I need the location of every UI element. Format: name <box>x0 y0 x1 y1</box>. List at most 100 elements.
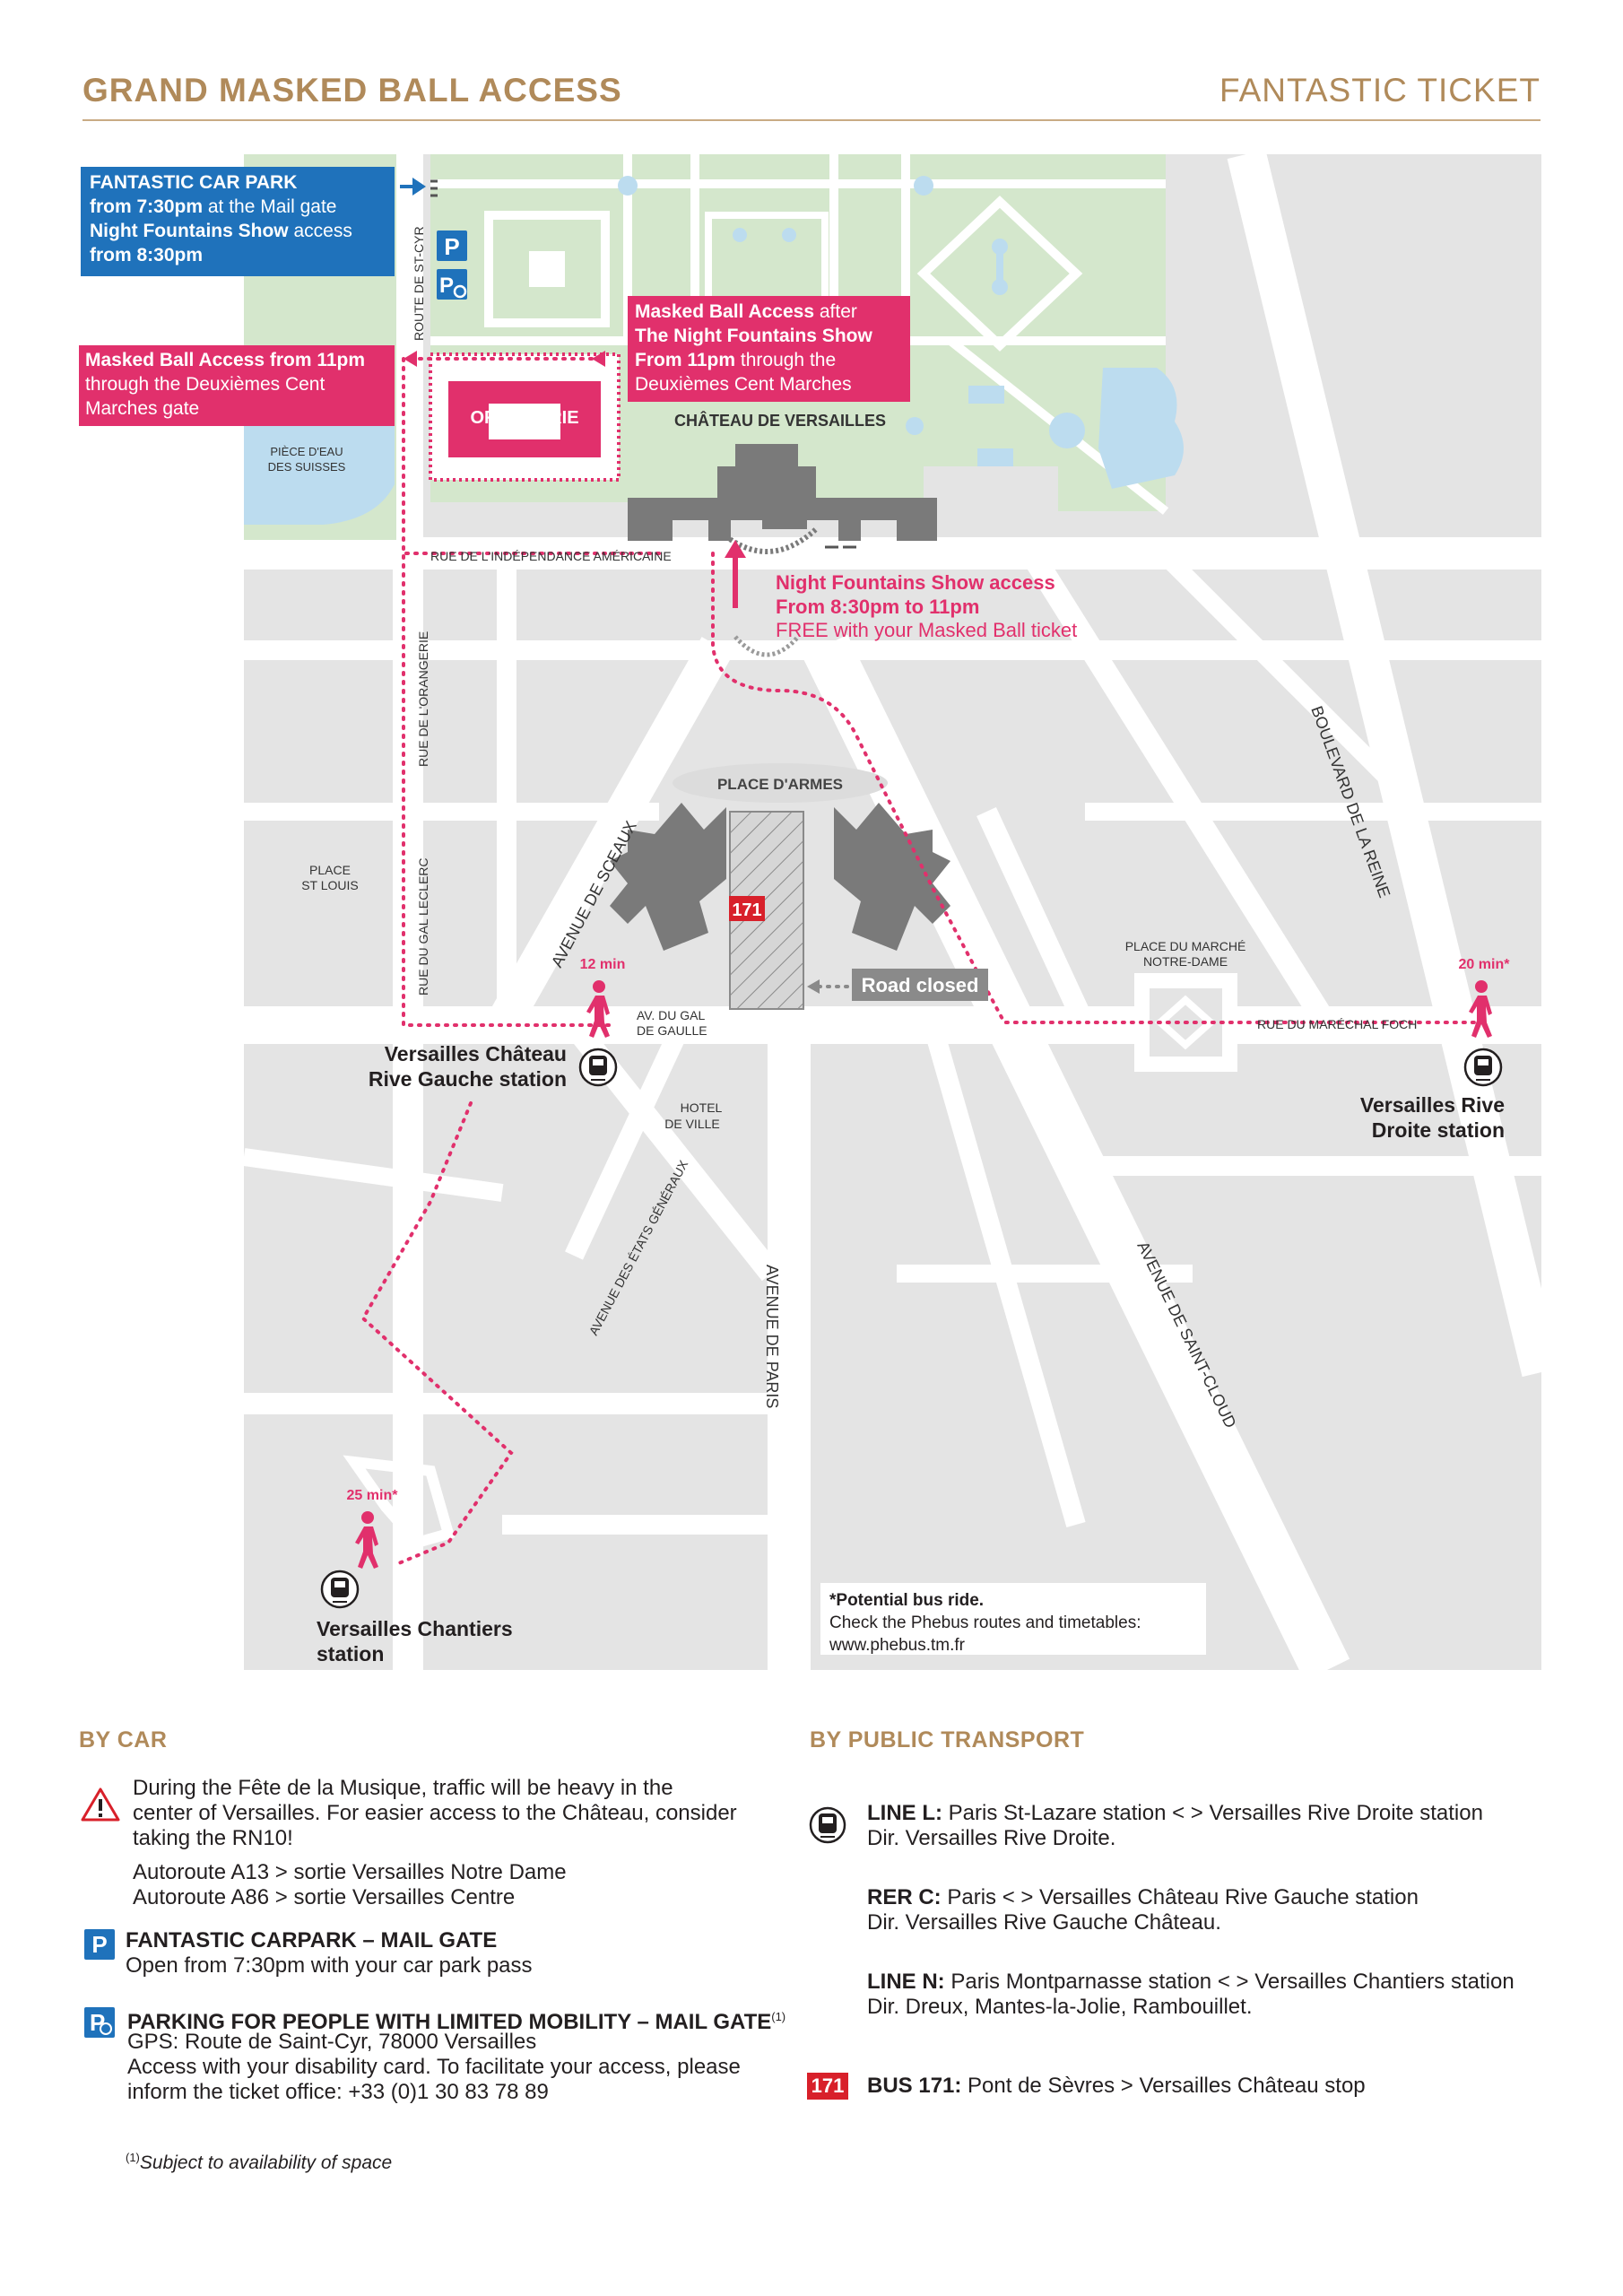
rer-c: RER C: Paris < > Versailles Château Rive… <box>867 1884 1419 1910</box>
car-park-callout <box>81 167 395 276</box>
car-park-callout-line: access <box>289 221 352 241</box>
petite-ecurie <box>834 803 950 951</box>
walk-time-25: 25 min* <box>347 1488 399 1503</box>
disabled-parking-sign <box>437 269 467 300</box>
disabled-parking-letter: P <box>439 274 454 298</box>
svg-text:From 11pm through the: From 11pm through the <box>635 350 836 370</box>
bus-note-line: Check the Phebus routes and timetables: <box>829 1613 1141 1632</box>
pmr-title: PARKING FOR PEOPLE WITH LIMITED MOBILITY… <box>127 2004 785 2035</box>
gate-marks <box>430 179 856 549</box>
piece-eau-label-2: DES SUISSES <box>268 460 346 474</box>
footnote: (1)Subject to availability of space <box>126 2144 392 2176</box>
bus-note-line: www.phebus.tm.fr <box>829 1636 966 1655</box>
line-l: LINE L: Paris St-Lazare station < > Vers… <box>867 1800 1483 1826</box>
night-show-line: From 8:30pm to 11pm <box>776 596 979 618</box>
orangerie-block <box>448 381 601 457</box>
car-park-arrow <box>412 178 426 196</box>
bus-note-box <box>820 1583 1206 1655</box>
hotel-ville-label-1: HOTEL <box>681 1100 723 1115</box>
walk-time-20: 20 min* <box>1459 957 1511 972</box>
bus-171-route: Pont de Sèvres > Versailles Château stop <box>961 2074 1366 2098</box>
masked-after-line: Deuxièmes Cent Marches <box>635 374 852 395</box>
station-chantiers-label-2: station <box>317 1642 384 1665</box>
station-rive-droite-label-1: Versailles Rive <box>1360 1093 1505 1117</box>
masked-ball-arrow-right <box>592 351 605 367</box>
line-n-dir: Dir. Dreux, Mantes-la-Jolie, Rambouillet… <box>867 1995 1253 2019</box>
parking-sign-letter: P <box>91 1931 108 1958</box>
walk-icon <box>586 980 610 1038</box>
station-rive-droite-label-2: Droite station <box>1372 1118 1505 1142</box>
station-chantiers-label-1: Versailles Chantiers <box>317 1617 513 1640</box>
masked-11pm-line: through the Deuxièmes Cent <box>85 374 325 395</box>
station-rive-gauche-label-2: Rive Gauche station <box>369 1067 567 1091</box>
warning-line-1: During the Fête de la Musique, traffic w… <box>133 1776 673 1800</box>
pmr-desc-2: inform the ticket office: +33 (0)1 30 83… <box>127 2080 549 2104</box>
by-car-title: BY CAR <box>79 1727 168 1752</box>
place-st-louis-label-2: ST LOUIS <box>301 878 359 892</box>
footnote-mark: (1) <box>126 2151 140 2164</box>
line-n-label: LINE N: <box>867 1970 945 1994</box>
rer-c-route: Paris < > Versailles Château Rive Gauche… <box>941 1885 1419 1909</box>
route-st-cyr-label: ROUTE DE ST-CYR <box>412 226 426 341</box>
rue-gal-leclerc-label: RUE DU GAL LECLERC <box>416 857 430 996</box>
header-divider <box>82 119 1541 121</box>
av-gal-gaulle-label-1: AV. DU GAL <box>637 1008 705 1022</box>
rer-c-dir: Dir. Versailles Rive Gauche Château. <box>867 1910 1221 1935</box>
ticket-type: FANTASTIC TICKET <box>1219 72 1541 109</box>
pmr-footnote-ref: (1) <box>771 2010 786 2023</box>
av-gal-gaulle-label-2: DE GAULLE <box>637 1023 707 1038</box>
car-park-callout-line: at the Mail gate <box>203 196 336 217</box>
masked-after-line: From 11pm <box>635 350 735 370</box>
bus-stop-171-label: 171 <box>732 900 761 920</box>
car-park-callout-line: FANTASTIC CAR PARK <box>90 172 297 193</box>
pmr-title-text: PARKING FOR PEOPLE WITH LIMITED MOBILITY… <box>127 2010 772 2034</box>
autoroute-a13: Autoroute A13 > sortie Versailles Notre … <box>133 1860 567 1884</box>
train-icon <box>578 1048 618 1087</box>
masked-ball-11pm-callout <box>79 345 395 426</box>
parking-sign: P <box>84 1929 115 1960</box>
masked-after-line: through the <box>735 350 836 370</box>
streets <box>242 149 1561 1682</box>
pmr-gps: GPS: Route de Saint-Cyr, 78000 Versaille… <box>127 2030 537 2054</box>
carpark-title: FANTASTIC CARPARK – MAIL GATE <box>126 1928 498 1952</box>
warning-line-2: center of Versailles. For easier access … <box>133 1801 737 1825</box>
bus-171-tag: 171 <box>807 2073 848 2100</box>
line-n-route: Paris Montparnasse station < > Versaille… <box>944 1970 1515 1994</box>
place-armes-label: PLACE D'ARMES <box>717 776 843 793</box>
walk-icon <box>355 1511 378 1569</box>
place-st-louis-label-1: PLACE <box>309 863 351 877</box>
piece-eau-suisses <box>244 399 395 525</box>
line-n: LINE N: Paris Montparnasse station < > V… <box>867 1969 1515 1995</box>
masked-ball-after-callout <box>628 296 910 402</box>
by-public-transport-title: BY PUBLIC TRANSPORT <box>810 1727 1085 1752</box>
place-marche-label-1: PLACE DU MARCHÉ <box>1125 939 1246 953</box>
fountains <box>618 176 1085 466</box>
wheelchair-icon <box>453 284 467 299</box>
station-rive-gauche-label-1: Versailles Château <box>385 1042 567 1065</box>
rue-foch-label: RUE DU MARÉCHAL FOCH <box>1257 1017 1417 1031</box>
grande-ecurie <box>610 803 726 951</box>
masked-ball-arrow-left <box>404 351 417 367</box>
train-icon <box>1463 1048 1503 1087</box>
car-park-callout-line: from 7:30pm <box>90 196 203 217</box>
car-park-callout-line: Night Fountains Show <box>90 221 289 241</box>
line-l-route: Paris St-Lazare station < > Versailles R… <box>942 1801 1483 1825</box>
masked-after-line: after <box>814 301 857 322</box>
car-park-callout-line: from 8:30pm <box>90 245 203 265</box>
night-show-line: FREE with your Masked Ball ticket <box>776 619 1077 641</box>
train-icon <box>320 1570 360 1609</box>
chateau-center <box>717 444 816 498</box>
carpark-desc: Open from 7:30pm with your car park pass <box>126 1953 533 1978</box>
walk-icon <box>1469 980 1492 1038</box>
line-l-label: LINE L: <box>867 1801 942 1825</box>
line-l-dir: Dir. Versailles Rive Droite. <box>867 1826 1116 1850</box>
autoroute-a86: Autoroute A86 > sortie Versailles Centre <box>133 1885 516 1909</box>
rer-c-label: RER C: <box>867 1885 942 1909</box>
parking-sign <box>437 230 467 261</box>
place-marche-label-2: NOTRE-DAME <box>1143 954 1228 969</box>
masked-11pm-line: Masked Ball Access from 11pm <box>85 350 365 370</box>
orangerie-label: ORANGERIE <box>470 408 578 428</box>
av-paris-label: AVENUE DE PARIS <box>763 1265 781 1408</box>
bus-171-label: BUS 171: <box>867 2074 962 2098</box>
walking-routes <box>360 357 1481 1567</box>
